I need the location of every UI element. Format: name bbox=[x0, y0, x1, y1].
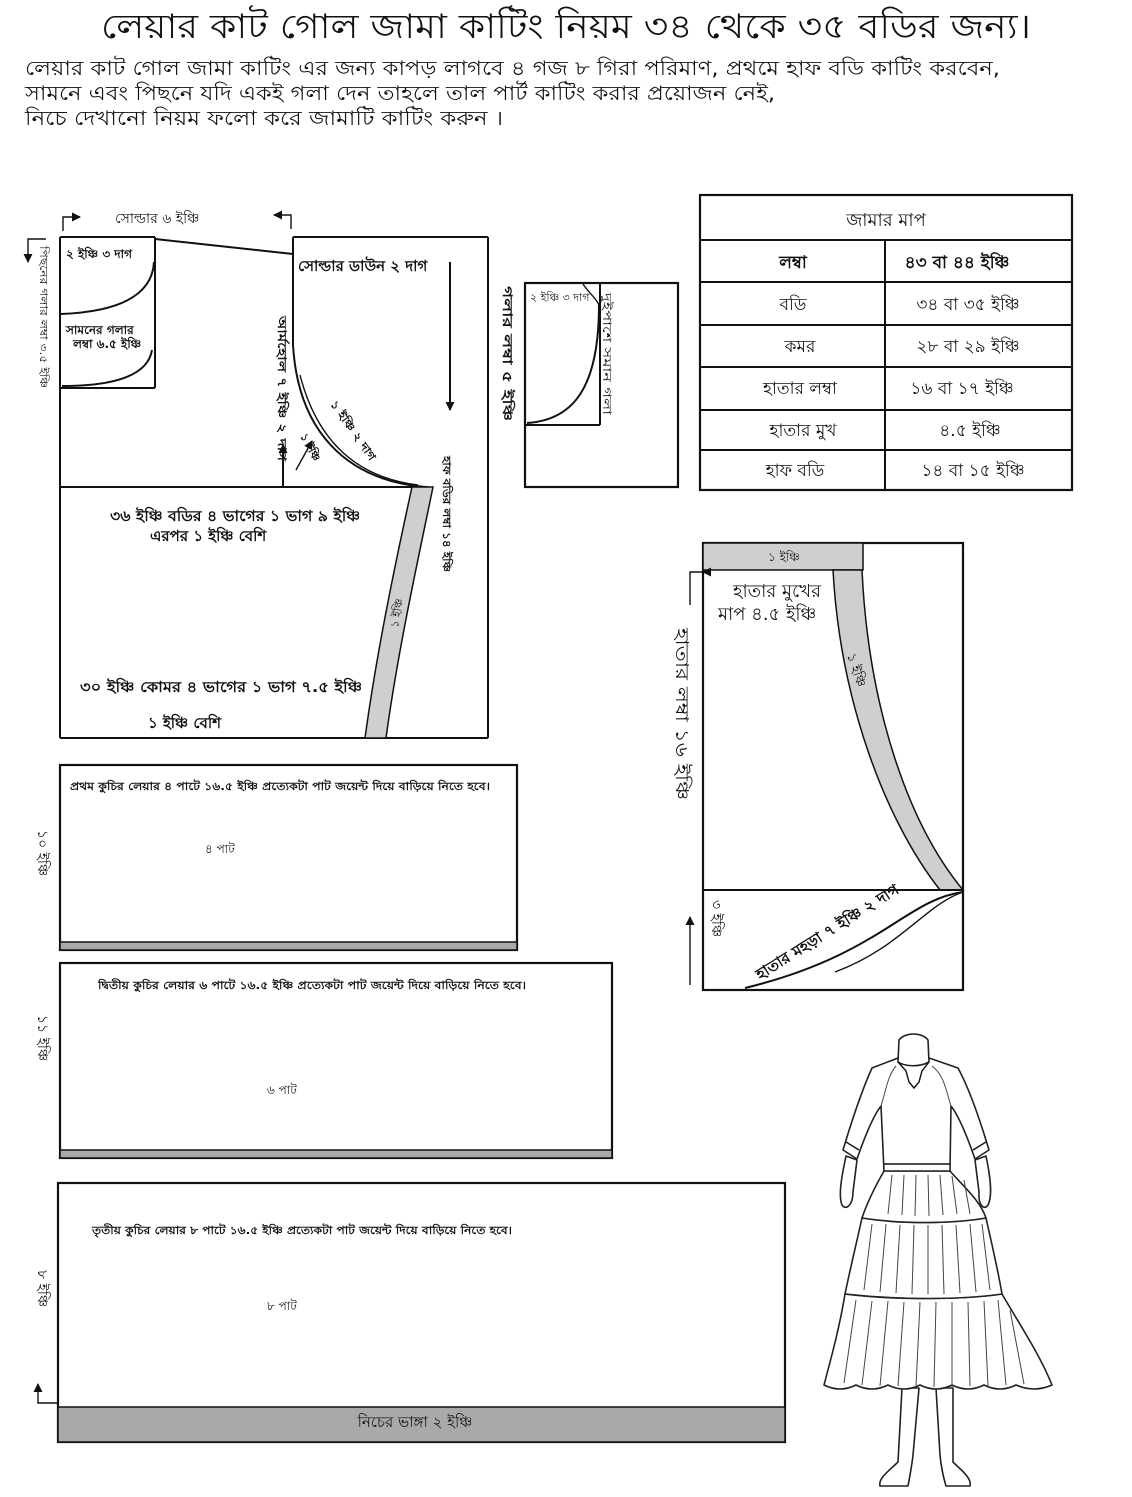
armhole-inset-label: ১ ইঞ্চি bbox=[297, 431, 323, 464]
page-title: লেয়ার কাট গোল জামা কাটিং নিয়ম ৩৪ থেকে … bbox=[101, 5, 1031, 47]
layer-3-hem-label: নিচের ভাঙ্গা ২ ইঞ্চি bbox=[357, 1413, 473, 1431]
neck-piece-curve bbox=[526, 304, 600, 424]
dress-left-hand bbox=[839, 1155, 858, 1209]
dress-tier-3-gathers bbox=[843, 1299, 1025, 1388]
layer-3-height-arrow bbox=[33, 1383, 58, 1404]
neck-piece-box bbox=[523, 281, 680, 489]
dress-bodice-seams bbox=[880, 1065, 952, 1107]
armhole-outer-curve bbox=[292, 344, 426, 488]
neck-width-label: ২ ইঞ্চি ৩ দাগ bbox=[66, 246, 133, 261]
layer-3-box bbox=[56, 1181, 787, 1444]
neck-piece-width-label: ২ ইঞ্চি ৩ দাগ bbox=[530, 291, 590, 304]
armhole-curve-label: ১ ইঞ্চি ২ দাগ bbox=[328, 398, 380, 464]
table-row-label: বডি bbox=[779, 294, 807, 315]
layer-2-bottom-bar bbox=[59, 1149, 613, 1159]
half-body-length-label: হাফ বডির লম্বা ১৪ ইঞ্চি bbox=[440, 455, 454, 572]
table-row-label: হাফ বডি bbox=[765, 460, 825, 481]
table-row-value: ৪৩ বা ৪৪ ইঞ্চি bbox=[905, 251, 1010, 273]
table-row-value: ১৪ বা ১৫ ইঞ্চি bbox=[921, 460, 1024, 481]
chest-extra-label: এরপর ১ ইঞ্চি বেশি bbox=[150, 526, 267, 545]
dress-left-leg bbox=[879, 1387, 920, 1487]
table-row-value: ৩৪ বা ৩৫ ইঞ্চি bbox=[916, 294, 1019, 315]
dress-tier-2 bbox=[844, 1217, 1003, 1300]
shoulder-label: সোল্ডার ৬ ইঞ্চি bbox=[115, 210, 199, 227]
sleeve-cap-height-label: ৩ ইঞ্চি bbox=[708, 900, 725, 937]
back-neck-label: পিছনের গলার লম্বা ৩.৫ ইঞ্চি bbox=[37, 245, 50, 388]
dress-tier-2-gathers bbox=[863, 1223, 991, 1295]
neck-piece-pattern: ২ ইঞ্চি ৩ দাগ গলার লম্বা ৫ ইঞ্চি দুইপাশে… bbox=[499, 281, 680, 489]
layer-1-height: ১০ ইঞ্চি bbox=[34, 830, 51, 876]
table-row-label: হাতার লম্বা bbox=[762, 379, 838, 399]
layer-3-pattern: তৃতীয় কুচির লেয়ার ৮ পাটে ১৬.৫ ইঞ্চি প্… bbox=[33, 1181, 787, 1444]
neck-piece-note: দুইপাশে সমান গলা bbox=[599, 292, 614, 416]
sleeve-pattern: ১ ইঞ্চি হাতার মুখের মাপ ৪.৫ ইঞ্চি হাতার … bbox=[671, 541, 965, 992]
layer-2-height: ১১ ইঞ্চি bbox=[34, 1015, 51, 1061]
shoulder-down-label: সোল্ডার ডাউন ২ দাগ bbox=[298, 256, 429, 275]
layer-3-parts: ৮ পাট bbox=[267, 1299, 297, 1313]
armhole-inner-curve bbox=[299, 374, 419, 486]
layer-3-height: ৮ ইঞ্চি bbox=[34, 1270, 51, 1307]
side-strip-label: ১ ইঞ্চি bbox=[388, 598, 406, 629]
table-row-value: ৪.৫ ইঞ্চি bbox=[939, 420, 1000, 441]
shoulder-arrow-right bbox=[273, 210, 292, 229]
layer-2-pattern: দ্বিতীয় কুচির লেয়ার ৬ পাটে ১৬.৫ ইঞ্চি … bbox=[34, 961, 614, 1160]
waist-extra-label: ১ ইঞ্চি বেশি bbox=[148, 713, 222, 732]
layer-2-parts: ৬ পাট bbox=[267, 1083, 297, 1097]
layer-3-hem-bar bbox=[57, 1406, 786, 1443]
sleeve-cap-outer-curve bbox=[744, 891, 964, 989]
neck-piece-length-label: গলার লম্বা ৫ ইঞ্চি bbox=[499, 286, 516, 421]
layer-2-box bbox=[58, 961, 614, 1160]
intro-line: সামনে এবং পিছনে যদি একই গলা দেন তাহলে তা… bbox=[24, 81, 775, 105]
side-seam-allowance-strip bbox=[364, 486, 434, 739]
dress-right-hand bbox=[974, 1155, 992, 1209]
dress-collar bbox=[897, 1033, 930, 1067]
table-row-label: কমর bbox=[784, 337, 816, 357]
intro-line: নিচে দেখানো নিয়ম ফলো করে জামাটি কাটিং ক… bbox=[24, 106, 503, 130]
dress-neckline-notch bbox=[897, 1061, 930, 1090]
table-row-value: ১৬ বা ১৭ ইঞ্চি bbox=[910, 378, 1013, 399]
dress-tier-3 bbox=[823, 1293, 1053, 1390]
waist-label: ৩০ ইঞ্চি কোমর ৪ ভাগের ১ ভাগ ৭.৫ ইঞ্চি bbox=[80, 677, 362, 696]
sleeve-opening-label: হাতার মুখের bbox=[732, 581, 822, 602]
dress-tier-1 bbox=[861, 1170, 987, 1224]
layer-1-parts: ৪ পাট bbox=[205, 842, 235, 856]
front-neck-label: লম্বা ৬.৫ ইঞ্চি bbox=[72, 336, 141, 351]
shoulder-arrow-left bbox=[62, 212, 81, 231]
back-neck-arrow bbox=[23, 238, 46, 263]
dress-sleeve-cuffs bbox=[845, 1141, 987, 1151]
armhole-label: আর্মহোল ৭ ইঞ্চি ২ দাগ bbox=[275, 315, 290, 463]
sleeve-length-arrow bbox=[689, 567, 711, 605]
chest-label: ৩৬ ইঞ্চি বডির ৪ ভাগের ১ ভাগ ৯ ইঞ্চি bbox=[110, 506, 360, 525]
table-row-value: ২৮ বা ২৯ ইঞ্চি bbox=[916, 336, 1019, 357]
bodice-pattern: সোল্ডার ৬ ইঞ্চি ২ ইঞ্চি ৩ দাগ সামনের গলা… bbox=[23, 210, 489, 739]
layer-2-instruction: দ্বিতীয় কুচির লেয়ার ৬ পাটে ১৬.৫ ইঞ্চি … bbox=[97, 978, 526, 993]
dress-tier-1-gathers bbox=[887, 1174, 971, 1217]
dress-right-leg bbox=[935, 1387, 971, 1487]
front-neck-label: সামনের গলার bbox=[65, 323, 134, 337]
neck-piece-top-curve bbox=[582, 283, 600, 306]
dress-illustration bbox=[823, 1033, 1053, 1487]
layer-1-instruction: প্রথম কুচির লেয়ার ৪ পাটে ১৬.৫ ইঞ্চি প্র… bbox=[70, 779, 490, 794]
front-neck-curve bbox=[61, 349, 153, 387]
sleeve-opening-label: মাপ ৪.৫ ইঞ্চি bbox=[717, 604, 816, 625]
table-row-label: লম্বা bbox=[778, 253, 808, 273]
table-title: জামার মাপ bbox=[845, 210, 926, 231]
sleeve-hem-fold-bar bbox=[702, 542, 864, 571]
measurement-table: জামার মাপ লম্বা ৪৩ বা ৪৪ ইঞ্চি বডি ৩৪ বা… bbox=[698, 193, 1074, 492]
layer-1-pattern: প্রথম কুচির লেয়ার ৪ পাটে ১৬.৫ ইঞ্চি প্র… bbox=[34, 763, 519, 952]
back-neck-curve bbox=[60, 261, 155, 315]
sleeve-hem-fold-label: ১ ইঞ্চি bbox=[768, 550, 800, 564]
layer-3-instruction: তৃতীয় কুচির লেয়ার ৮ পাটে ১৬.৫ ইঞ্চি প্… bbox=[91, 1223, 512, 1238]
layer-1-bottom-bar bbox=[59, 941, 518, 951]
shoulder-slope-line bbox=[154, 238, 294, 255]
sleeve-box bbox=[701, 541, 965, 992]
armhole-inset-arrow bbox=[295, 440, 313, 471]
layer-1-box bbox=[58, 763, 519, 952]
dress-bodice bbox=[842, 1057, 990, 1172]
table-row-label: হাতার মুখ bbox=[769, 421, 838, 441]
sleeve-length-label: হাতার লম্বা ১৬ ইঞ্চি bbox=[671, 627, 692, 800]
sleeve-cap-inner-curve bbox=[834, 891, 964, 973]
intro-line: লেয়ার কাট গোল জামা কাটিং এর জন্য কাপড় … bbox=[25, 56, 1000, 80]
